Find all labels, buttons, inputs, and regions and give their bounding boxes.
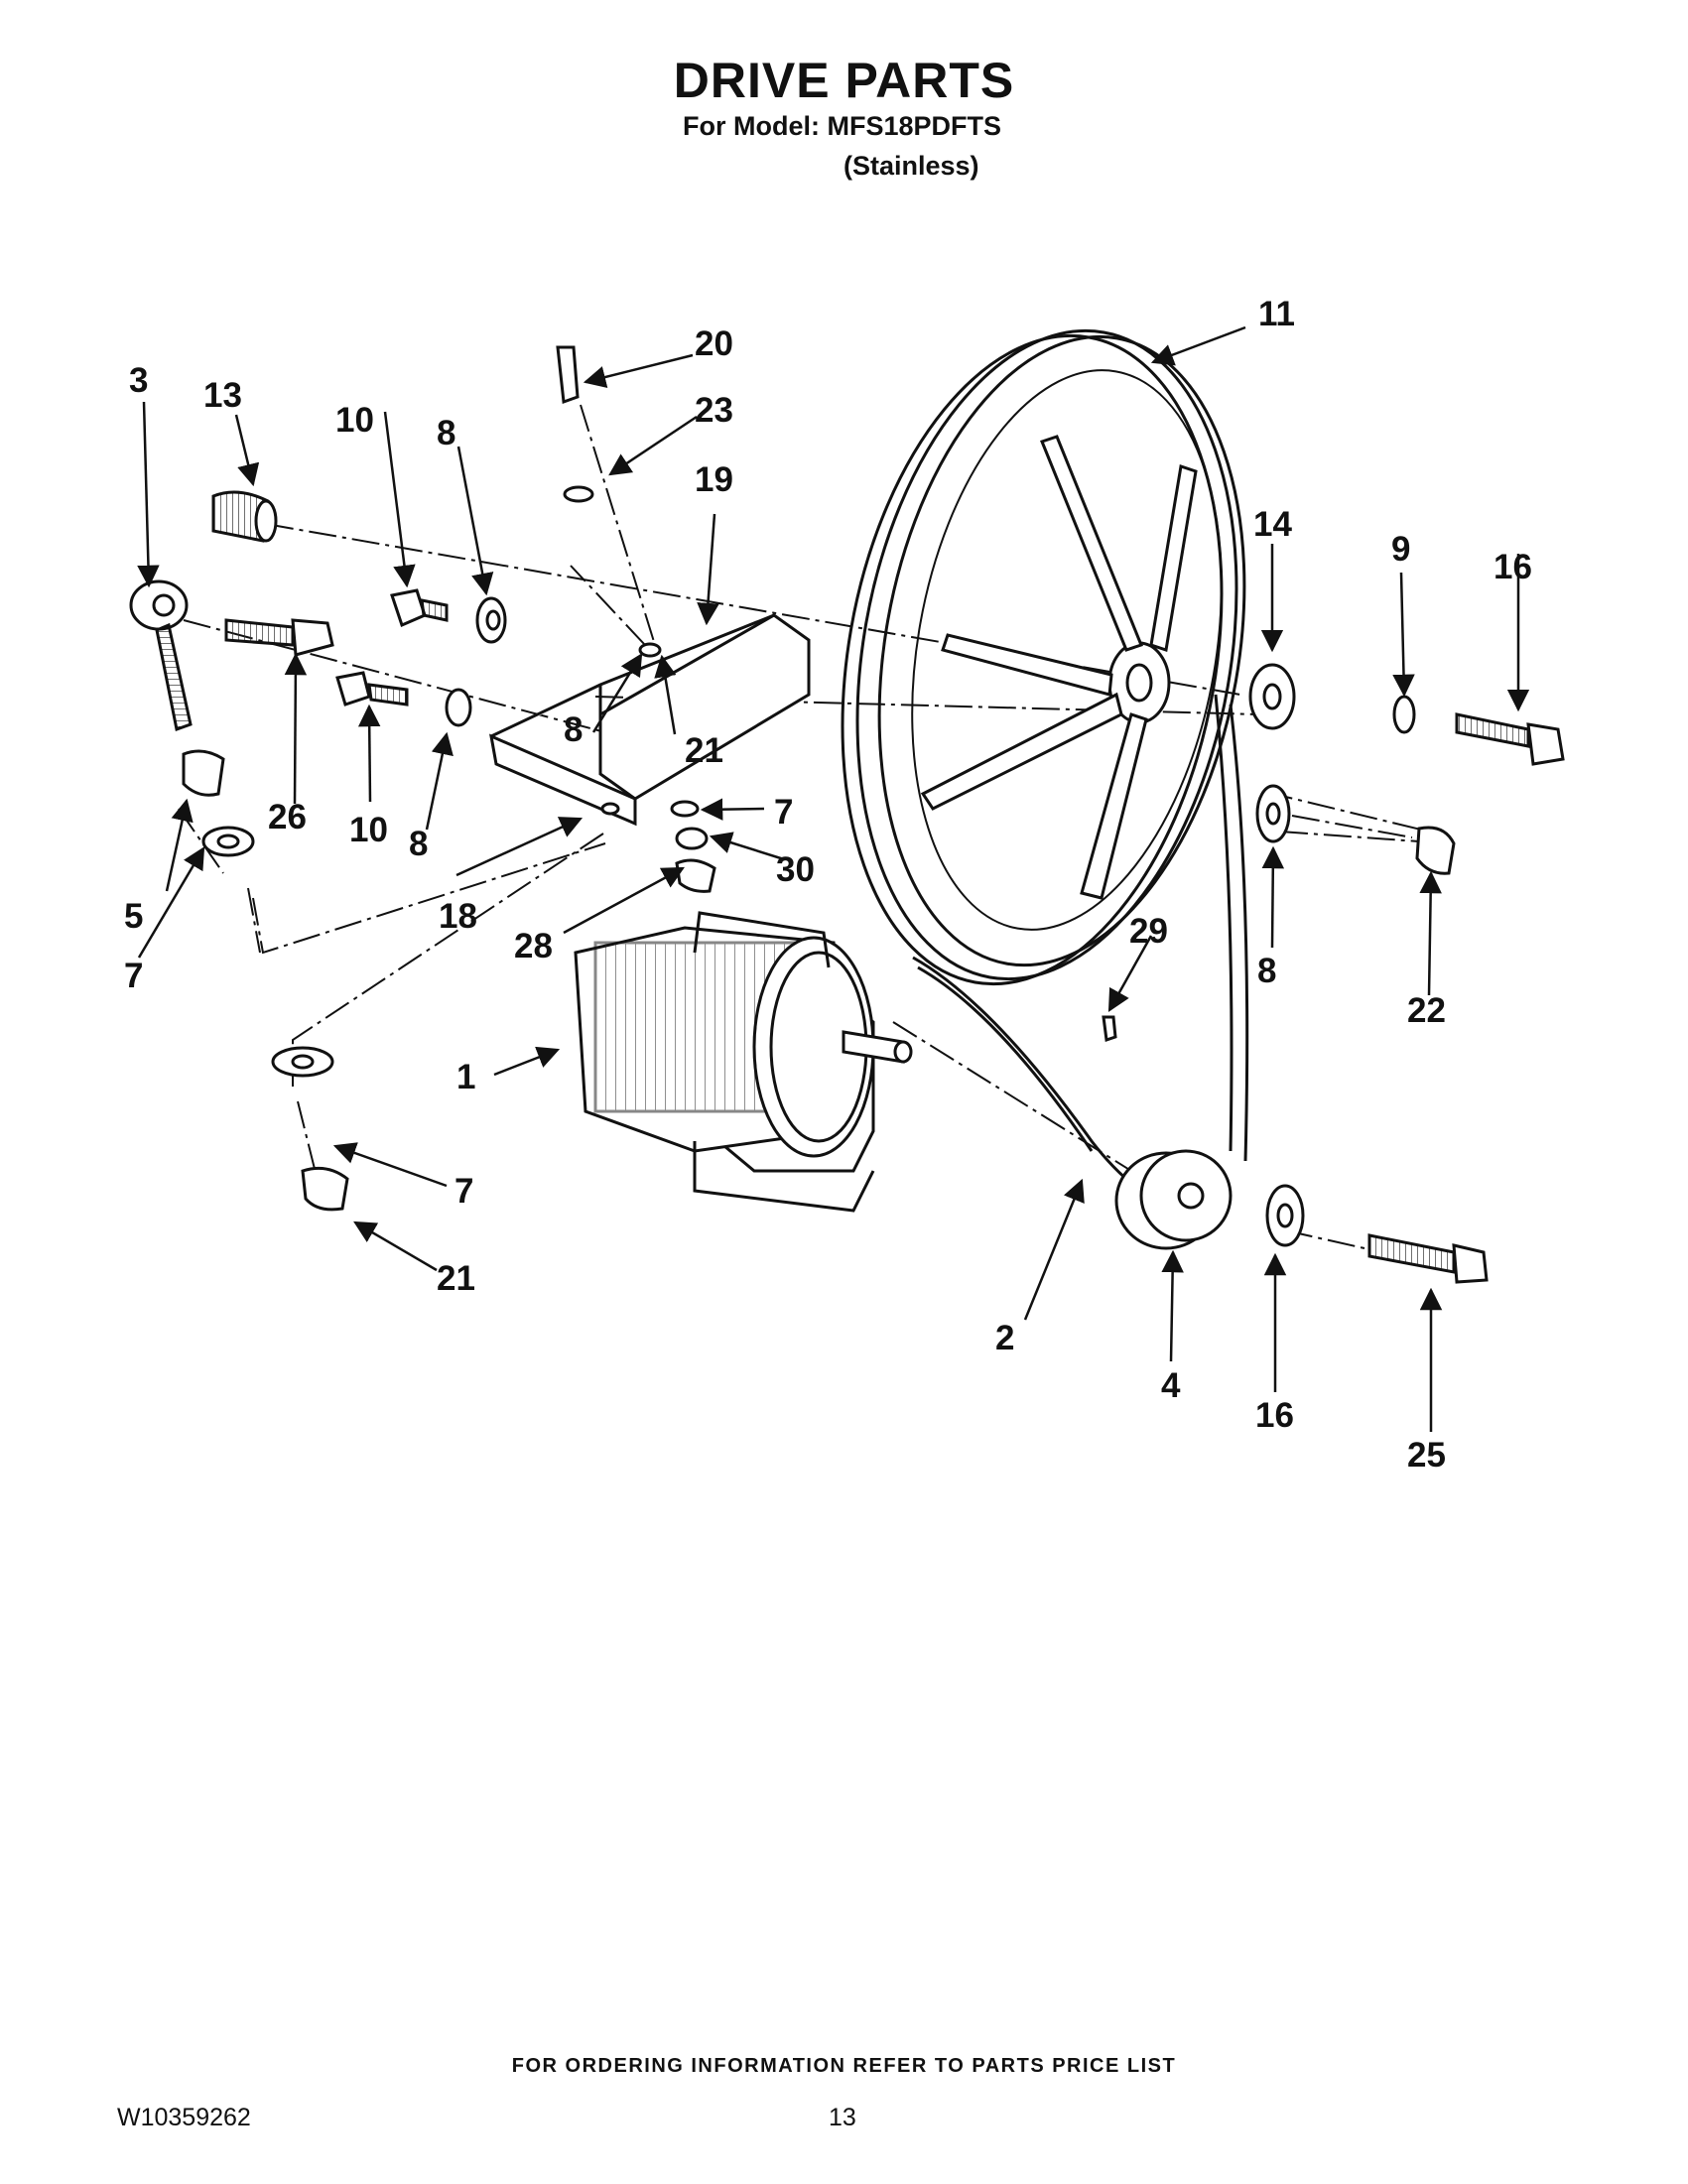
bolt-part-26 — [224, 618, 334, 657]
small-parts-right — [1248, 663, 1565, 1284]
callout: 21 — [437, 1259, 475, 1298]
model-line: For Model: MFS18PDFTS — [683, 111, 1002, 141]
eye-bolt-part-3 — [129, 579, 193, 731]
callout: 21 — [685, 731, 723, 770]
page-number: 13 — [829, 2104, 856, 2131]
callout: 9 — [1391, 530, 1410, 569]
callout: 19 — [695, 460, 733, 499]
large-pulley — [841, 328, 1246, 986]
ordering-note: FOR ORDERING INFORMATION REFER TO PARTS … — [511, 2055, 1177, 2077]
callout: 10 — [335, 401, 374, 440]
callout-labels: 3 13 10 8 20 23 19 11 14 9 16 26 10 8 8 … — [124, 295, 1532, 1475]
callout: 14 — [1253, 505, 1292, 544]
callout: 7 — [124, 957, 143, 995]
callout: 8 — [564, 710, 583, 749]
callout: 29 — [1129, 912, 1168, 951]
callout: 7 — [774, 793, 793, 832]
callout: 16 — [1255, 1396, 1294, 1435]
callout: 28 — [514, 927, 553, 965]
small-parts-center — [556, 345, 1117, 1042]
finish-line: (Stainless) — [844, 151, 979, 181]
callout: 11 — [1258, 295, 1295, 333]
callout: 18 — [439, 897, 477, 936]
callout: 7 — [454, 1172, 473, 1211]
callout: 1 — [456, 1058, 475, 1096]
callout: 20 — [695, 324, 733, 363]
small-parts-left — [182, 588, 507, 1212]
callout: 30 — [776, 850, 815, 889]
callout: 5 — [124, 897, 143, 936]
callout: 8 — [437, 414, 455, 452]
motor-pulley — [1114, 1149, 1233, 1250]
callout: 4 — [1161, 1366, 1181, 1405]
callout: 2 — [995, 1319, 1014, 1357]
callout: 8 — [409, 825, 428, 863]
callout: 13 — [203, 376, 242, 415]
callout: 3 — [129, 361, 148, 400]
callout: 23 — [695, 391, 733, 430]
knurled-part-17 — [211, 490, 278, 543]
center-line-upper — [265, 523, 1241, 696]
callout: 8 — [1257, 952, 1276, 990]
callout: 22 — [1407, 991, 1446, 1030]
document-number: W10359262 — [117, 2104, 251, 2131]
callout: 25 — [1407, 1436, 1446, 1475]
leader-arrows — [137, 325, 1530, 1432]
callout: 10 — [349, 811, 388, 849]
callout: 26 — [268, 798, 307, 836]
motor — [574, 911, 913, 1213]
callout: 16 — [1493, 548, 1532, 586]
page-title: DRIVE PARTS — [673, 53, 1015, 108]
